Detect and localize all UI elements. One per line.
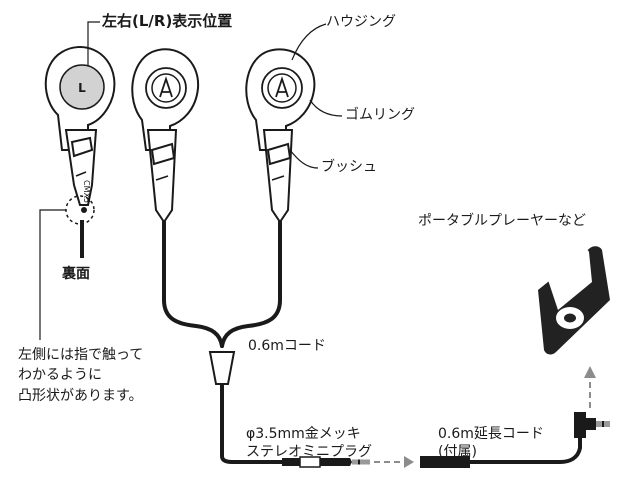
- left-logo: [159, 76, 173, 98]
- left-cord: [162, 220, 224, 348]
- portable-player: [538, 246, 610, 355]
- cord-label: 0.6mコード: [248, 338, 326, 354]
- bush-label: ブッシュ: [321, 159, 377, 175]
- cords: [162, 220, 582, 464]
- back-stem-slit: [75, 171, 87, 177]
- lr-indicator-circle: [59, 64, 105, 110]
- right-angle-plug: [574, 412, 610, 438]
- left-note-label: 左側には指で触って わかるように 凸形状があります。: [18, 347, 144, 404]
- portable-player-label: ポータブルプレーヤーなど: [418, 213, 586, 229]
- lr-indicator-letter: L: [78, 81, 86, 95]
- back-side-label: 裏面: [62, 266, 90, 282]
- plug-connect-arrow: [374, 456, 414, 468]
- right-logo: [275, 76, 289, 98]
- left-bush: [150, 142, 176, 166]
- player-connect-arrow: [584, 366, 596, 408]
- left-stem: [146, 129, 178, 224]
- left-stem-slit: [155, 175, 169, 181]
- right-stem: [262, 129, 294, 224]
- extension-cord-label: 0.6m延長コード (付属): [438, 426, 544, 460]
- left-ring-inner: [151, 73, 181, 103]
- right-stem-slit: [271, 175, 285, 181]
- extension-socket: [420, 456, 470, 468]
- stereo-mini-plug: [282, 456, 370, 468]
- back-earpiece: L CMX5: [44, 46, 116, 258]
- lr-leader-line: [87, 21, 100, 66]
- right-earpiece: [245, 48, 316, 224]
- left-earpiece: [131, 48, 200, 224]
- back-bush: [70, 136, 94, 158]
- right-bush: [266, 142, 292, 166]
- y-splitter: [208, 351, 236, 385]
- left-ring-outer: [145, 67, 187, 109]
- extension-cord: [468, 436, 582, 464]
- bush-leader-line: [289, 149, 319, 169]
- housing-leader-line: [291, 23, 327, 61]
- main-cord: [220, 382, 284, 464]
- bump-leader-line: [39, 209, 66, 340]
- right-ring-outer: [261, 67, 303, 109]
- back-side-print: CMX5: [82, 180, 91, 203]
- bump-dot: [81, 207, 87, 213]
- lr-indicator-label: 左右(L/R)表示位置: [102, 12, 233, 30]
- plug-label: φ3.5mm金メッキ ステレオミニプラグ: [246, 426, 372, 460]
- right-ring-inner: [267, 73, 297, 103]
- housing-label: ハウジング: [326, 14, 396, 30]
- rubber-ring-leader-line: [309, 99, 343, 117]
- right-cord: [220, 220, 282, 348]
- rubber-ring-label: ゴムリング: [345, 107, 415, 123]
